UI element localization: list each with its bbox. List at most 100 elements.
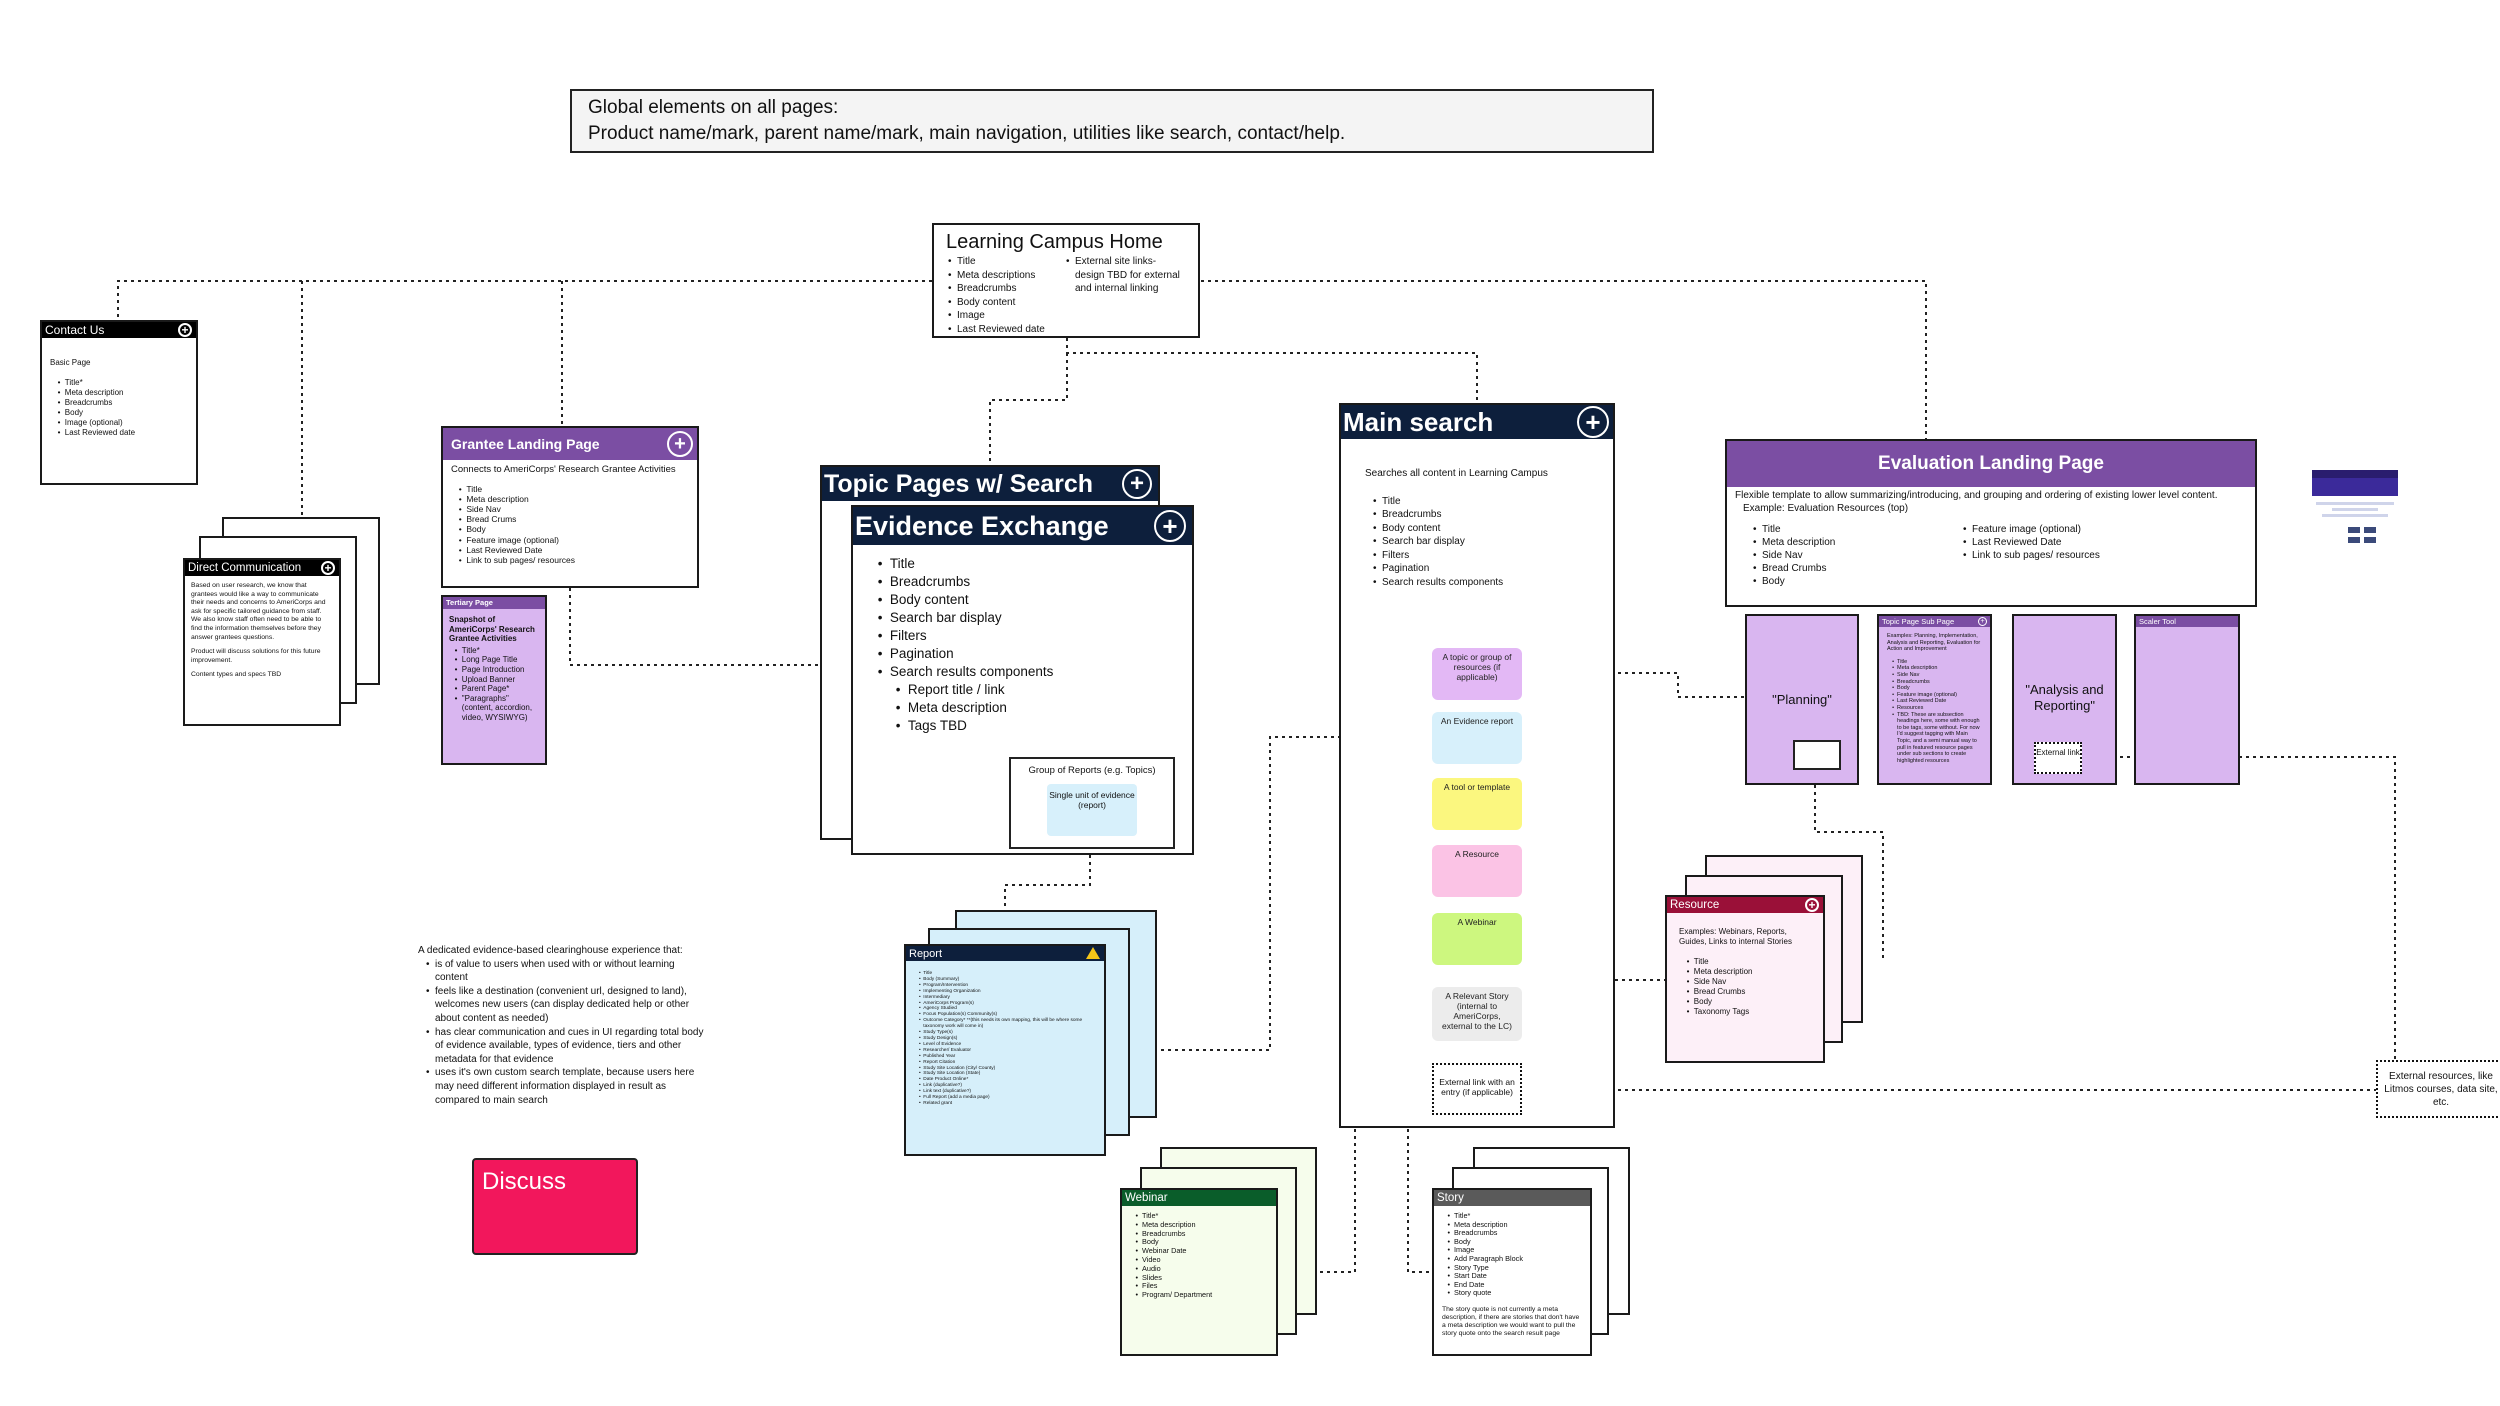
direct-comm-title: Direct Communication xyxy=(188,562,302,574)
planning-inner-box[interactable] xyxy=(1793,740,1841,770)
topic-sub-title: Topic Page Sub Page xyxy=(1882,617,1955,626)
webinar-header: Webinar xyxy=(1122,1190,1276,1206)
main-search-field: Filters xyxy=(1371,549,1589,563)
contact-us-title: Contact Us xyxy=(45,323,105,337)
add-icon[interactable]: + xyxy=(1978,617,1987,626)
grantee-field: Meta description xyxy=(457,494,689,504)
external-resources-box[interactable]: External resources, like Litmos courses,… xyxy=(2376,1060,2500,1118)
home-title: Learning Campus Home xyxy=(946,231,1163,253)
single-unit-sticky[interactable]: Single unit of evidence (report) xyxy=(1047,784,1137,836)
add-icon[interactable]: + xyxy=(1805,898,1819,912)
grantee-landing-card[interactable]: Grantee Landing Page + Connects to Ameri… xyxy=(441,426,699,588)
tertiary-page-card[interactable]: Tertiary Page Snapshot of AmeriCorps' Re… xyxy=(441,595,547,765)
planning-card[interactable]: "Planning" xyxy=(1745,614,1859,785)
evaluation-landing-card[interactable]: Evaluation Landing Page Flexible templat… xyxy=(1725,439,2257,607)
external-link-box[interactable]: External link with an entry (if applicab… xyxy=(1432,1063,1522,1115)
add-icon[interactable]: + xyxy=(1577,406,1609,438)
story-note: The story quote is not currently a meta … xyxy=(1442,1305,1580,1337)
tertiary-field: Parent Page* xyxy=(453,684,539,694)
resource-title: Resource xyxy=(1670,899,1720,911)
page-thumbnail[interactable] xyxy=(2312,470,2398,574)
sticky-tool-template[interactable]: A tool or template xyxy=(1432,778,1522,830)
report-field: Link text (duplicative?) xyxy=(918,1089,1092,1095)
webinar-card[interactable]: Webinar Title* Meta description Breadcru… xyxy=(1120,1188,1278,1356)
tertiary-intro: Snapshot of AmeriCorps' Research Grantee… xyxy=(449,615,535,644)
evaluation-field: Feature image (optional) xyxy=(1961,523,2100,536)
sticky-evidence-report[interactable]: An Evidence report xyxy=(1432,712,1522,764)
add-icon[interactable]: + xyxy=(321,561,335,575)
add-icon[interactable]: + xyxy=(178,323,192,337)
story-field: Image xyxy=(1446,1246,1582,1255)
grantee-field: Feature image (optional) xyxy=(457,535,689,545)
main-search-title: Main search xyxy=(1343,406,1494,437)
sticky-webinar[interactable]: A Webinar xyxy=(1432,913,1522,965)
grantee-header: Grantee Landing Page + xyxy=(443,428,697,460)
grantee-field: Bread Crums xyxy=(457,514,689,524)
webinar-field-list: Title* Meta description Breadcrumbs Body… xyxy=(1134,1211,1264,1300)
topic-sub-field: Breadcrumbs xyxy=(1891,679,1982,686)
report-field: Outcome Category* **(this needs its own … xyxy=(918,1018,1092,1030)
evidence-field-list: Title Breadcrumbs Body content Search ba… xyxy=(875,555,1170,681)
report-field: Report Citation xyxy=(918,1060,1092,1066)
topic-sub-field: Title xyxy=(1891,659,1982,666)
add-icon[interactable]: + xyxy=(667,431,693,457)
clearinghouse-note: A dedicated evidence-based clearinghouse… xyxy=(418,944,708,1107)
topic-sub-field: Side Nav xyxy=(1891,672,1982,679)
story-field-list: Title* Meta description Breadcrumbs Body… xyxy=(1442,1211,1582,1298)
evidence-subfield: Meta description xyxy=(893,699,1170,717)
sticky-topic-group[interactable]: A topic or group of resources (if applic… xyxy=(1432,648,1522,700)
story-card[interactable]: Story Title* Meta description Breadcrumb… xyxy=(1432,1188,1592,1356)
analysis-external-link[interactable]: External link xyxy=(2034,742,2082,774)
connector-analysis-external xyxy=(2078,756,2396,1060)
global-elements-line1: Global elements on all pages: xyxy=(588,97,839,118)
analysis-reporting-card[interactable]: "Analysis and Reporting" External link xyxy=(2012,614,2117,785)
report-field: Full Report (add a media page) xyxy=(918,1095,1092,1101)
direct-communication-card[interactable]: Direct Communication + Based on user res… xyxy=(183,558,341,726)
group-of-reports-label: Group of Reports (e.g. Topics) xyxy=(1028,765,1156,776)
grantee-intro: Connects to AmeriCorps' Research Grantee… xyxy=(451,464,676,475)
analysis-label: "Analysis and Reporting" xyxy=(2025,682,2104,713)
sticky-resource[interactable]: A Resource xyxy=(1432,845,1522,897)
evidence-field: Pagination xyxy=(875,645,1170,663)
report-field: Study Site Location (State) xyxy=(918,1071,1092,1077)
report-field: Study Site Location (City/ County) xyxy=(918,1066,1092,1072)
home-field-list: Title Meta descriptions Breadcrumbs Body… xyxy=(946,255,1054,336)
evaluation-left-list: Title Meta description Side Nav Bread Cr… xyxy=(1751,523,1961,588)
direct-comm-p2: Product will discuss solutions for this … xyxy=(191,648,321,664)
report-field-list: Title Body (Summary) Program/Interventio… xyxy=(918,971,1092,1107)
contact-field: Title* xyxy=(56,378,188,388)
story-field: Story Type xyxy=(1446,1263,1582,1273)
report-field: Date Product Online* xyxy=(918,1077,1092,1083)
home-field: Body content xyxy=(946,296,1054,310)
scaler-tool-title: Scaler Tool xyxy=(2139,617,2176,626)
webinar-title: Webinar xyxy=(1125,1192,1168,1204)
topic-sub-field-list: Title Meta description Side Nav Breadcru… xyxy=(1887,659,1982,765)
resource-intro: Examples: Webinars, Reports, Guides, Lin… xyxy=(1679,927,1792,946)
direct-comm-p3: Content types and specs TBD xyxy=(191,671,282,679)
grantee-field: Link to sub pages/ resources xyxy=(457,555,689,565)
scaler-tool-card[interactable]: Scaler Tool xyxy=(2134,614,2240,785)
home-field: Image xyxy=(946,309,1054,323)
topic-sub-intro: Examples: Planning, Implementation, Anal… xyxy=(1887,633,1981,653)
global-elements-note: Global elements on all pages: Product na… xyxy=(570,89,1654,153)
story-field: Story quote xyxy=(1446,1289,1582,1298)
resource-header: Resource + xyxy=(1667,897,1823,913)
topic-sub-page-card[interactable]: Topic Page Sub Page + Examples: Planning… xyxy=(1877,614,1992,785)
learning-campus-home-card[interactable]: Learning Campus Home Title Meta descript… xyxy=(932,223,1200,338)
contact-us-header: Contact Us + xyxy=(42,322,196,338)
evidence-exchange-card[interactable]: Evidence Exchange + Title Breadcrumbs Bo… xyxy=(851,505,1194,855)
grantee-field: Side Nav xyxy=(457,504,689,514)
resource-card[interactable]: Resource + Examples: Webinars, Reports, … xyxy=(1665,895,1825,1063)
story-field: Meta description xyxy=(1446,1220,1582,1230)
report-card[interactable]: Report Title Body (Summary) Program/Inte… xyxy=(904,944,1106,1156)
grantee-title: Grantee Landing Page xyxy=(451,436,600,452)
report-field: Implementing Organization xyxy=(918,989,1092,995)
direct-comm-header: Direct Communication + xyxy=(185,560,339,576)
contact-us-card[interactable]: Contact Us + Basic Page Title* Meta desc… xyxy=(40,320,198,485)
add-icon[interactable]: + xyxy=(1154,510,1186,542)
group-of-reports-box[interactable]: Group of Reports (e.g. Topics) Single un… xyxy=(1009,757,1175,849)
add-icon[interactable]: + xyxy=(1122,469,1152,499)
clearinghouse-item: has clear communication and cues in UI r… xyxy=(424,1026,708,1067)
discuss-sticky[interactable]: Discuss xyxy=(472,1158,638,1255)
sticky-relevant-story[interactable]: A Relevant Story (internal to AmeriCorps… xyxy=(1432,987,1522,1041)
